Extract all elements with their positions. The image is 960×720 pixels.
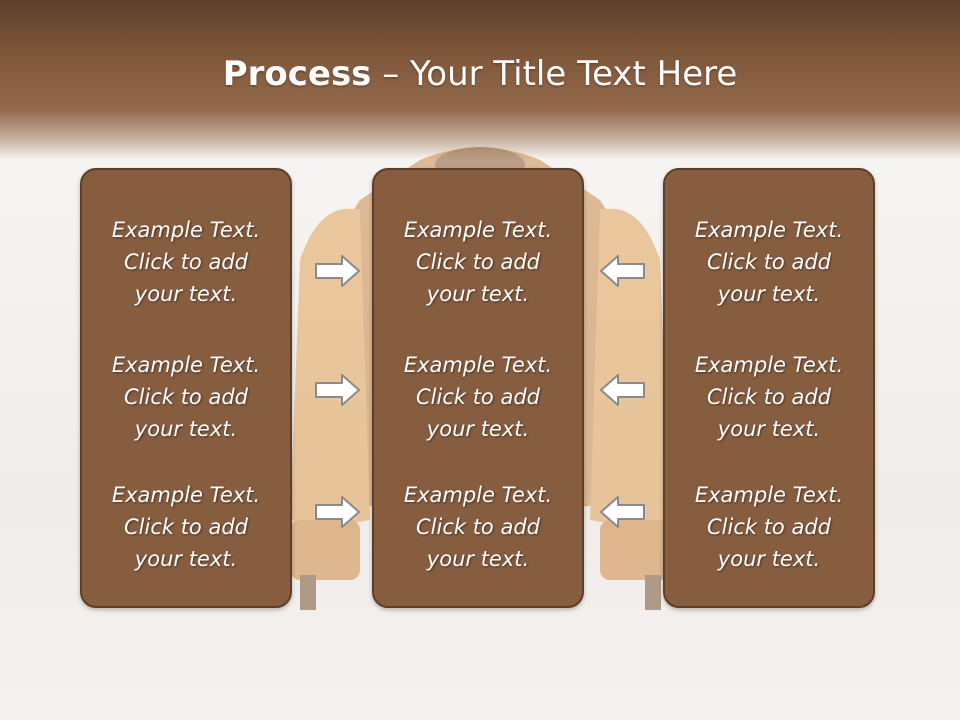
- title-band: [0, 0, 960, 160]
- panel-2-text-2[interactable]: Example Text. Click to add your text.: [403, 353, 553, 441]
- panel-2-text-1[interactable]: Example Text. Click to add your text.: [403, 218, 553, 306]
- panel-1-text-2[interactable]: Example Text. Click to add your text.: [111, 353, 261, 441]
- panel-3-text-2[interactable]: Example Text. Click to add your text.: [694, 353, 844, 441]
- left-arrow-icon[interactable]: [598, 494, 646, 530]
- right-arrow-icon[interactable]: [314, 494, 362, 530]
- left-arrow-icon[interactable]: [598, 372, 646, 408]
- panel-2-text-3[interactable]: Example Text. Click to add your text.: [403, 483, 553, 571]
- panel-3-text-3[interactable]: Example Text. Click to add your text.: [694, 483, 844, 571]
- process-panel-2[interactable]: Example Text. Click to add your text. Ex…: [372, 168, 584, 608]
- process-panel-3[interactable]: Example Text. Click to add your text. Ex…: [663, 168, 875, 608]
- panel-1-text-3[interactable]: Example Text. Click to add your text.: [111, 483, 261, 571]
- right-arrow-icon[interactable]: [314, 372, 362, 408]
- title-bold-text: Process: [222, 54, 372, 94]
- slide-title[interactable]: Process – Your Title Text Here: [0, 52, 960, 96]
- left-arrow-icon[interactable]: [598, 253, 646, 289]
- left-armchair: [290, 208, 370, 610]
- right-arrow-icon[interactable]: [314, 253, 362, 289]
- panel-1-text-1[interactable]: Example Text. Click to add your text.: [111, 218, 261, 306]
- right-armchair: [590, 208, 670, 610]
- title-rest-text: – Your Title Text Here: [371, 54, 738, 94]
- process-panel-1[interactable]: Example Text. Click to add your text. Ex…: [80, 168, 292, 608]
- panel-3-text-1[interactable]: Example Text. Click to add your text.: [694, 218, 844, 306]
